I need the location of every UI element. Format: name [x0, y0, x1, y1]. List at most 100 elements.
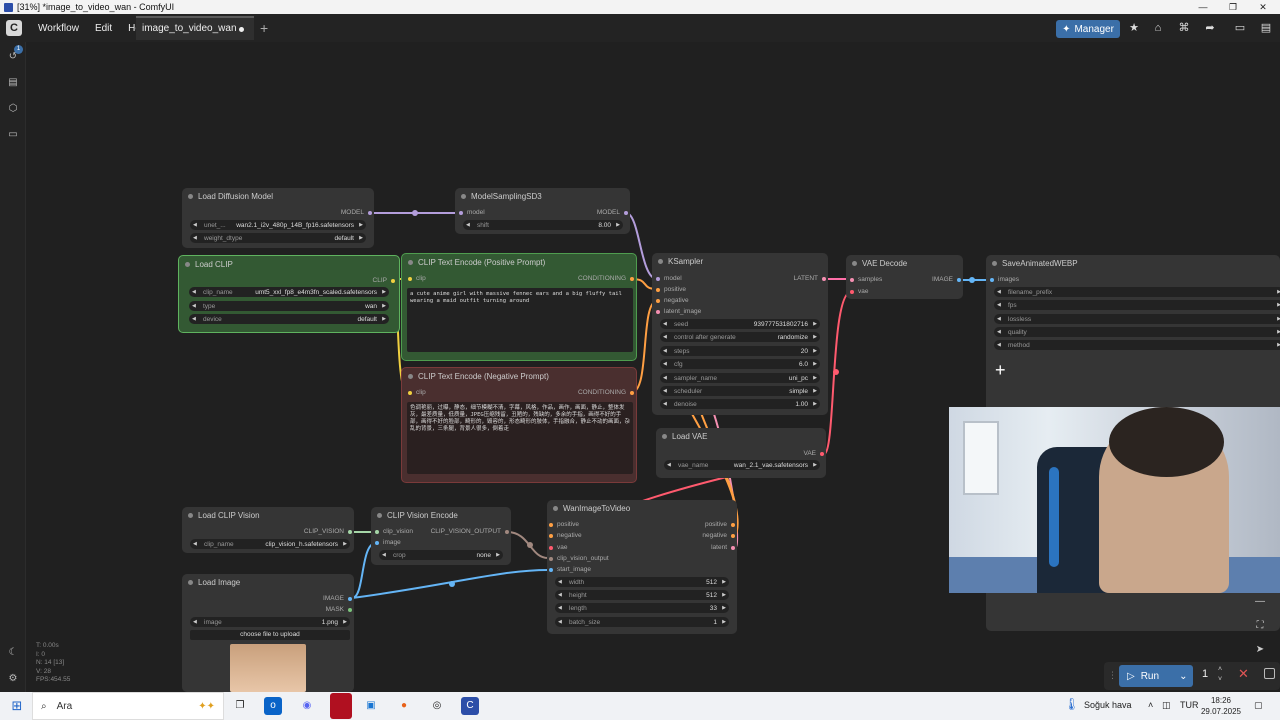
- weather-label[interactable]: Soğuk hava: [1084, 700, 1132, 710]
- positive-prompt-textarea[interactable]: a cute anime girl with massive fennec ea…: [407, 288, 633, 352]
- outlook-icon[interactable]: o: [264, 697, 282, 715]
- workflow-tab[interactable]: image_to_video_wan: [136, 16, 254, 40]
- clip-vision-name-widget[interactable]: clip_name clip_vision_h.safetensors: [190, 539, 350, 549]
- output-vae[interactable]: VAE: [803, 450, 824, 457]
- input-samples[interactable]: samples: [849, 276, 883, 283]
- input-clip-vision[interactable]: clip_vision: [375, 528, 413, 535]
- panel-toggle-icon[interactable]: ▭: [1234, 22, 1246, 34]
- menu-workflow[interactable]: Workflow: [38, 22, 79, 34]
- shift-widget[interactable]: shift 8.00: [463, 220, 623, 230]
- batch-count-input[interactable]: 1: [1202, 668, 1209, 680]
- vae-name-widget[interactable]: vae_name wan_2.1_vae.safetensors: [664, 460, 820, 470]
- node-load-clip[interactable]: Load CLIP CLIP clip_name umt5_xxl_fp8_e4…: [178, 255, 400, 333]
- output-clip[interactable]: CLIP: [372, 277, 396, 284]
- unet-name-widget[interactable]: unet_... wan2.1_i2v_480p_14B_fp16.safete…: [190, 220, 366, 230]
- input-vae[interactable]: vae: [548, 544, 568, 551]
- input-positive[interactable]: positive: [548, 521, 580, 528]
- output-conditioning[interactable]: CONDITIONING: [577, 275, 635, 282]
- input-positive[interactable]: positive: [655, 286, 687, 293]
- store-icon[interactable]: ▣: [366, 700, 376, 711]
- fps-widget[interactable]: fps: [994, 300, 1280, 310]
- node-load-clip-vision[interactable]: Load CLIP Vision CLIP_VISION clip_name c…: [182, 507, 354, 553]
- output-mask[interactable]: MASK: [325, 606, 353, 613]
- model-library-icon[interactable]: ⬡: [8, 103, 18, 114]
- arrow-share-icon[interactable]: ➦: [1205, 22, 1215, 34]
- output-conditioning[interactable]: CONDITIONING: [577, 389, 635, 396]
- taskbar-clock[interactable]: 18:26 29.07.2025: [1196, 695, 1246, 717]
- output-model[interactable]: MODEL: [340, 209, 373, 216]
- node-load-image[interactable]: Load Image IMAGE MASK image 1.png choose…: [182, 574, 354, 692]
- output-image[interactable]: IMAGE: [323, 595, 352, 602]
- node-ksampler[interactable]: KSampler model positive negative latent_…: [652, 253, 828, 415]
- workflows-icon[interactable]: ▭: [8, 129, 18, 140]
- zoom-out-icon[interactable]: —: [1255, 596, 1265, 607]
- node-clip-text-encode-positive[interactable]: CLIP Text Encode (Positive Prompt) clip …: [401, 253, 637, 361]
- discord-icon[interactable]: ◉: [302, 700, 312, 711]
- node-library-icon[interactable]: ▤: [8, 77, 18, 88]
- input-image[interactable]: image: [375, 539, 401, 546]
- unsaved-dot-icon[interactable]: [239, 27, 244, 32]
- method-widget[interactable]: method: [994, 340, 1280, 350]
- firefox-icon[interactable]: ●: [400, 700, 408, 711]
- tray-chevron-icon[interactable]: ˄: [1148, 700, 1154, 710]
- comfy-logo-icon[interactable]: C: [6, 20, 22, 36]
- menu-edit[interactable]: Edit: [94, 22, 113, 34]
- drag-handle-icon[interactable]: ⋮: [1108, 670, 1117, 680]
- new-tab-plus-icon[interactable]: +: [260, 20, 269, 36]
- input-model[interactable]: model: [459, 209, 485, 216]
- notification-icon[interactable]: ▢: [1254, 700, 1263, 710]
- upload-button[interactable]: choose file to upload: [190, 630, 350, 640]
- node-clip-vision-encode[interactable]: CLIP Vision Encode clip_vision image CLI…: [371, 507, 511, 565]
- input-model[interactable]: model: [656, 275, 682, 282]
- network-icon[interactable]: ◫: [1162, 700, 1171, 710]
- obs-icon[interactable]: ◎: [432, 700, 442, 711]
- input-latent-image[interactable]: latent_image: [655, 308, 702, 315]
- output-clip-vision[interactable]: CLIP_VISION: [303, 528, 353, 535]
- input-vae[interactable]: vae: [849, 288, 869, 295]
- fit-view-icon[interactable]: ⛶: [1256, 620, 1264, 631]
- weight-dtype-widget[interactable]: weight_dtype default: [190, 233, 366, 243]
- share-icon[interactable]: ⌂: [1154, 22, 1162, 34]
- output-negative[interactable]: negative: [702, 532, 735, 539]
- node-wan-image-to-video[interactable]: WanImageToVideo positive negative vae cl…: [547, 500, 737, 634]
- input-negative[interactable]: negative: [549, 532, 582, 539]
- close-window-icon[interactable]: ✕: [1259, 2, 1267, 12]
- node-load-vae[interactable]: Load VAE VAE vae_name wan_2.1_vae.safete…: [656, 428, 826, 478]
- node-model-sampling-sd3[interactable]: ModelSamplingSD3 model MODEL shift 8.00: [455, 188, 630, 234]
- theme-toggle-icon[interactable]: ☾: [8, 647, 18, 658]
- taskbar-search[interactable]: ⌕ Ara ✦✦: [32, 692, 224, 720]
- manager-button[interactable]: ✦ Manager: [1056, 20, 1120, 38]
- star-icon[interactable]: ★: [1129, 22, 1139, 34]
- chevron-down-icon[interactable]: ⌄: [1179, 670, 1188, 682]
- quality-widget[interactable]: quality: [994, 327, 1280, 337]
- output-clip-vision-output[interactable]: CLIP_VISION_OUTPUT: [430, 528, 510, 535]
- language-indicator[interactable]: TUR: [1180, 700, 1199, 710]
- model-icon[interactable]: ⌘: [1178, 22, 1190, 34]
- input-clip[interactable]: clip: [408, 389, 426, 396]
- input-clip-vision-output[interactable]: clip_vision_output: [549, 555, 609, 562]
- input-negative[interactable]: negative: [656, 297, 689, 304]
- node-vae-decode[interactable]: VAE Decode samples vae IMAGE: [846, 255, 963, 299]
- input-clip[interactable]: clip: [408, 275, 426, 282]
- queue-history-icon[interactable]: ↺: [8, 51, 18, 62]
- image-select-widget[interactable]: image 1.png: [190, 617, 350, 627]
- pointer-mode-icon[interactable]: ➤: [1255, 644, 1265, 655]
- output-latent[interactable]: latent: [711, 544, 735, 551]
- crop-widget[interactable]: crop none: [379, 550, 503, 560]
- stop-icon[interactable]: [1264, 668, 1275, 679]
- comfyui-taskbar-icon[interactable]: C: [461, 697, 479, 715]
- lossless-widget[interactable]: lossless: [994, 314, 1280, 324]
- node-clip-text-encode-negative[interactable]: CLIP Text Encode (Negative Prompt) clip …: [401, 367, 637, 483]
- cancel-run-icon[interactable]: ✕: [1238, 666, 1249, 681]
- clip-type-widget[interactable]: type wan: [189, 301, 389, 311]
- clip-device-widget[interactable]: device default: [189, 314, 389, 324]
- restore-icon[interactable]: ❐: [1228, 2, 1238, 12]
- input-images[interactable]: images: [990, 276, 1019, 283]
